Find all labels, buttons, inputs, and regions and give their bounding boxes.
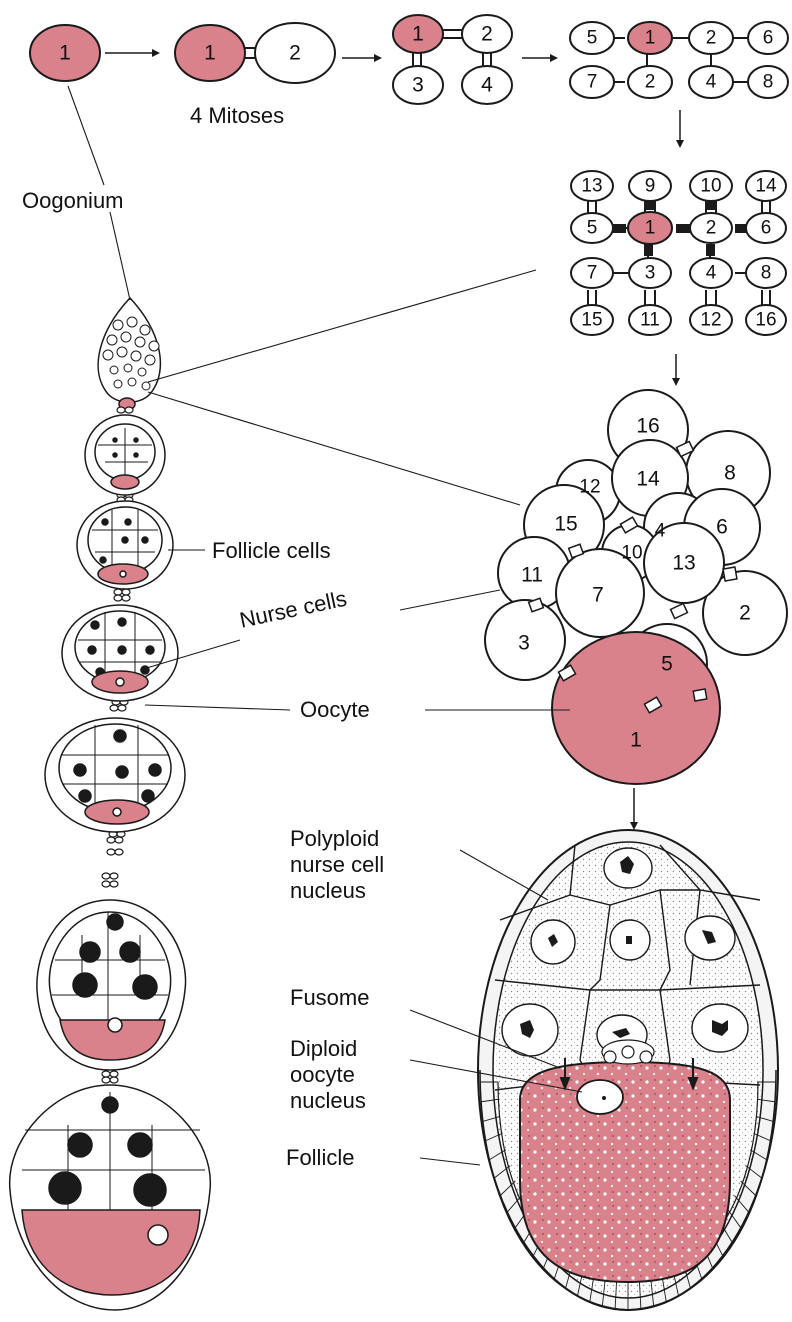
cell-number: 1 [412, 23, 424, 46]
arrow-4 [676, 110, 684, 148]
stalk-cell [114, 589, 122, 595]
arrow-5 [672, 354, 680, 386]
oogonium-label: Oogonium [22, 188, 124, 214]
egg-chamber-3 [62, 605, 178, 701]
cell-number: 1 [645, 218, 656, 239]
cell-number: 2 [706, 28, 717, 49]
cell-number: 8 [761, 263, 772, 284]
cell-number: 10 [700, 176, 721, 197]
egg-chamber-6 [10, 1085, 211, 1310]
cell-number: 15 [554, 513, 577, 536]
cell-number: 1 [645, 28, 656, 49]
cell-number: 5 [587, 28, 598, 49]
cell-number: 8 [724, 462, 736, 485]
cell-number: 7 [592, 584, 604, 607]
stalk-cell [102, 881, 110, 887]
stalk-cell [110, 1077, 118, 1083]
cell-number: 5 [587, 218, 598, 239]
cell-number: 1 [630, 729, 642, 752]
stalk-cell [107, 849, 115, 855]
cell-number: 14 [636, 468, 660, 491]
egg-chamber-1 [85, 415, 165, 495]
stalk-cell [118, 705, 126, 711]
cell-number: 6 [761, 218, 772, 239]
stalk-cell [110, 705, 118, 711]
cell-number: 4 [706, 263, 717, 284]
cell-number: 11 [640, 310, 660, 331]
arrow-3 [522, 54, 558, 62]
cell-number: 7 [587, 263, 598, 284]
cell-number: 10 [621, 543, 642, 564]
diploid-nucleus-label: Diploid oocyte nucleus [290, 1036, 405, 1114]
cell-number: 13 [581, 176, 602, 197]
cell-number: 15 [581, 310, 602, 331]
cell-number: 2 [706, 218, 717, 239]
cell-number: 12 [700, 310, 721, 331]
cell-number: 4 [655, 521, 666, 542]
stalk-cell [125, 407, 133, 413]
stage-1-oogonium: 1 [30, 25, 100, 81]
cell-number: 2 [481, 23, 493, 46]
oocyte-label: Oocyte [300, 697, 370, 723]
fusome-label: Fusome [290, 985, 369, 1011]
cell-number: 13 [672, 552, 695, 575]
cell-number: 2 [645, 72, 656, 93]
cell-number: 3 [645, 263, 656, 284]
stalk-cell [122, 589, 130, 595]
cell-number: 3 [518, 632, 530, 655]
stalk-cell [115, 837, 123, 843]
cell-number: 4 [481, 74, 493, 97]
cell-number: 16 [755, 310, 776, 331]
stage-3-four-cells: 1 2 3 4 [393, 15, 512, 104]
stalk-cell [102, 873, 110, 879]
arrow-1 [105, 49, 160, 57]
arrow-2 [342, 54, 382, 62]
cell-number: 8 [763, 72, 774, 93]
cell-number: 3 [412, 74, 424, 97]
mitoses-label: 4 Mitoses [190, 103, 284, 129]
stalk-cell [110, 1071, 118, 1077]
stalk-cell [102, 1071, 110, 1077]
cell-number: 5 [661, 653, 673, 676]
cell-number: 6 [763, 28, 774, 49]
egg-chamber-4 [45, 718, 185, 832]
cell-number: 11 [521, 564, 543, 587]
cell-number: 12 [579, 477, 600, 498]
cell-number: 2 [289, 42, 301, 65]
stage-4-eight-cells: 5 1 2 6 7 2 4 8 [570, 22, 788, 98]
stalk-cell [102, 1077, 110, 1083]
stalk-cell [107, 837, 115, 843]
mature-egg-chamber [478, 830, 778, 1310]
cell-number: 1 [204, 42, 216, 65]
stage-5-sixteen-cells: 13 9 10 14 5 1 2 6 7 3 4 8 15 11 12 16 [571, 171, 786, 335]
stalk-cell [115, 849, 123, 855]
stalk-cell [110, 873, 118, 879]
cell-number: 2 [739, 602, 751, 625]
cell-number: 7 [587, 72, 598, 93]
stalk-cell [117, 407, 125, 413]
polyploid-nucleus-label: Polyploid nurse cell nucleus [290, 826, 415, 904]
follicle-cells-label: Follicle cells [212, 538, 331, 564]
stalk-cell [122, 595, 130, 601]
cell-number: 4 [706, 72, 717, 93]
stalk-cell [110, 881, 118, 887]
cell-number: 6 [716, 516, 728, 539]
arrow-6 [630, 788, 638, 830]
egg-chamber-2 [77, 501, 173, 589]
follicle-label: Follicle [286, 1145, 354, 1171]
cyst-cluster: 16 14 8 12 15 4 6 10 13 11 7 2 3 5 1 [485, 390, 787, 784]
stage-2-two-cells: 1 2 [175, 23, 335, 83]
cell-number: 14 [755, 176, 777, 197]
egg-chamber-5 [37, 900, 186, 1070]
stalk-cell [114, 595, 122, 601]
cell-number: 9 [645, 176, 656, 197]
cell-number: 16 [636, 415, 659, 438]
cell-number: 1 [59, 42, 71, 65]
